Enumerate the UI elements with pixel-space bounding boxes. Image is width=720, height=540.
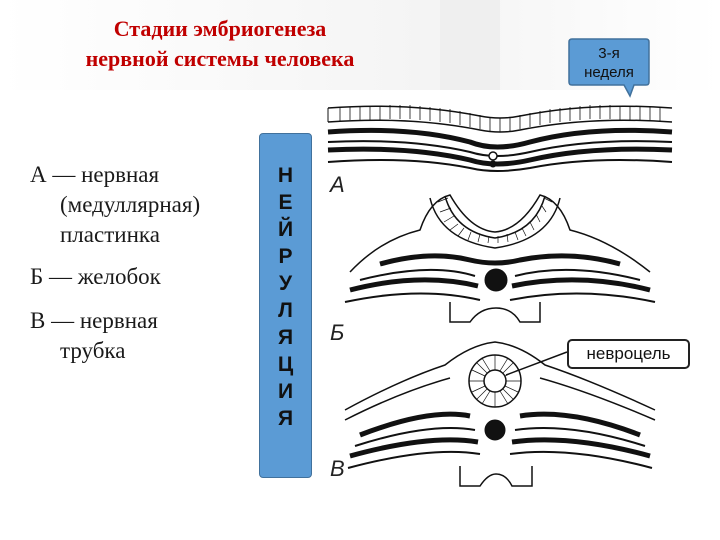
vertical-letter: Н	[277, 164, 294, 187]
vertical-letter: Л	[278, 299, 293, 322]
vertical-letter: Я	[277, 326, 294, 349]
legend-item-c-line2: трубка	[60, 338, 126, 363]
legend-item-a: А — нервная (медуллярная) пластинка	[30, 160, 270, 250]
stage-b-neural-groove	[344, 194, 656, 323]
legend-item-a-line2: (медуллярная)	[60, 192, 201, 217]
legend-item-b: Б — желобок	[30, 262, 270, 292]
vertical-letter: Я	[277, 407, 294, 430]
stage-letter-b: Б	[330, 320, 344, 345]
vertical-letter: Ц	[277, 353, 294, 376]
stage-legend: А — нервная (медуллярная) пластинка Б — …	[30, 160, 270, 378]
week-callout-line2: неделя	[584, 64, 634, 81]
legend-item-a-line3: пластинка	[60, 222, 160, 247]
vertical-letter: Й	[277, 218, 294, 241]
legend-item-b-line1: Б — желобок	[30, 264, 161, 289]
vertical-letter: У	[278, 272, 293, 295]
stage-a-neural-plate	[327, 105, 673, 172]
embryo-diagram: А Б В	[327, 105, 673, 487]
neurulation-bar: Н Е Й Р У Л Я Ц И Я	[259, 133, 312, 478]
legend-item-c: В — нервная трубка	[30, 306, 270, 366]
vertical-letter: И	[277, 380, 294, 403]
week-callout: 3-я неделя	[568, 38, 650, 98]
title-line-2: нервной системы человека	[85, 46, 355, 71]
week-callout-shape	[568, 38, 650, 98]
vertical-letter: Р	[278, 245, 293, 268]
neurulation-vertical-label: Н Е Й Р У Л Я Ц И Я	[260, 162, 311, 432]
legend-item-a-line1: А — нервная	[30, 162, 160, 187]
vertical-letter: Е	[278, 191, 293, 214]
week-callout-line1: 3-я	[598, 45, 620, 62]
slide-title: Стадии эмбриогенеза нервной системы чело…	[20, 14, 420, 74]
stage-letter-a: А	[328, 172, 345, 197]
neurocoel-pointer-line	[505, 351, 568, 376]
week-callout-text: 3-я неделя	[568, 44, 650, 82]
stage-c-neural-tube	[344, 341, 656, 487]
neurocoel-callout: невроцель	[567, 339, 690, 369]
title-line-1: Стадии эмбриогенеза	[113, 16, 327, 41]
stage-letter-c: В	[330, 456, 345, 481]
legend-item-c-line1: В — нервная	[30, 308, 158, 333]
